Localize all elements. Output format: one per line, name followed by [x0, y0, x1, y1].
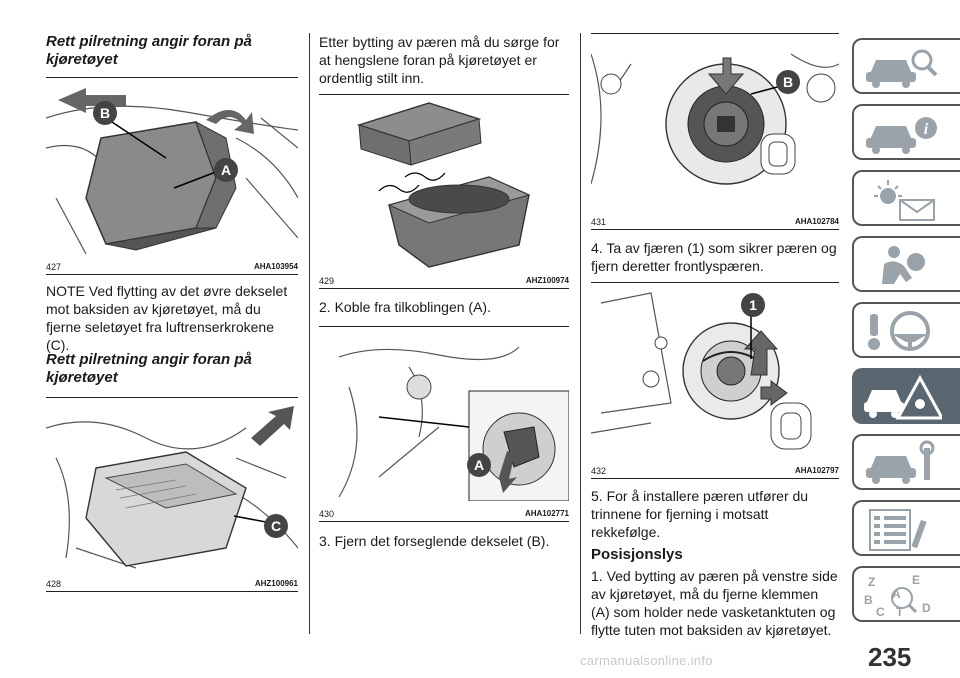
- label-1-marker: [741, 293, 765, 317]
- tab-car-maintenance[interactable]: [852, 434, 960, 490]
- label-a-text: A: [221, 162, 231, 178]
- figure-code: AHA102771: [524, 509, 569, 518]
- airbag-seat-icon: [882, 246, 925, 284]
- label-b-marker: [93, 101, 117, 125]
- figure-429: 429 AHZ100974: [319, 94, 569, 289]
- figure-code: AHA102797: [794, 466, 839, 475]
- index-letter: T: [896, 605, 904, 618]
- index-letter: Z: [868, 575, 875, 589]
- figure-number: 431: [591, 217, 607, 227]
- label-a-marker: [214, 158, 238, 182]
- tab-spec-list[interactable]: [852, 500, 960, 556]
- figure-427: B A 427 AHA103954: [46, 77, 298, 275]
- figure-number: 427: [46, 262, 62, 272]
- figure-431-illustration: B: [591, 53, 839, 185]
- figure-code: AHZ100974: [525, 276, 569, 285]
- car-search-icon: [866, 49, 938, 88]
- steering-wheel-icon: [868, 311, 930, 351]
- figure-caption: 427 AHA103954: [46, 262, 298, 272]
- figure-caption: 430 AHA102771: [319, 509, 569, 519]
- subheading-posisjonslys: Posisjonslys: [591, 546, 683, 563]
- index-letter: B: [864, 593, 873, 607]
- figure-430-illustration: A: [338, 346, 569, 501]
- section-title-2: Rett pilretning angir foran på kjøretøye…: [46, 351, 252, 386]
- figure-430: A 430 AHA102771: [319, 326, 569, 522]
- index-letter: C: [876, 605, 885, 618]
- column-divider: [309, 33, 310, 634]
- figure-caption: 428 AHZ100961: [46, 579, 298, 589]
- step-4-text: 4. Ta av fjæren (1) som sikrer pæren og …: [591, 240, 837, 274]
- step-2-text: 2. Koble fra tilkoblingen (A).: [319, 299, 491, 315]
- figure-427-illustration: B A: [46, 88, 298, 254]
- label-a-text: A: [474, 457, 484, 473]
- step-5-text: 5. For å installere pæren utfører du tri…: [591, 488, 809, 540]
- figure-428: C 428 AHZ100961: [46, 397, 298, 592]
- after-change-paragraph: Etter bytting av pæren må du sørge for a…: [319, 34, 560, 86]
- spec-list-icon: [869, 509, 927, 551]
- figure-number: 432: [591, 466, 607, 476]
- tab-car-breakdown[interactable]: [852, 368, 960, 424]
- figure-code: AHZ100961: [254, 579, 298, 588]
- page-number: 235: [868, 642, 912, 672]
- tab-car-info[interactable]: i: [852, 104, 960, 160]
- step-1-text: 1. Ved bytting av pæren på venstre side …: [591, 568, 838, 638]
- label-a-marker: [467, 453, 491, 477]
- figure-caption: 431 AHA102784: [591, 217, 839, 227]
- tab-steering-wheel[interactable]: [852, 302, 960, 358]
- svg-text:i: i: [924, 121, 929, 138]
- car-info-icon: i: [866, 117, 937, 154]
- figure-431: B 431 AHA102784: [591, 33, 839, 230]
- car-breakdown-icon: [864, 374, 942, 420]
- figure-caption: 432 AHA102797: [591, 466, 839, 476]
- note-paragraph: NOTE Ved flytting av det øvre dekselet m…: [46, 283, 288, 353]
- figure-code: AHA103954: [253, 262, 298, 271]
- figure-caption: 429 AHZ100974: [319, 276, 569, 286]
- figure-428-illustration: C: [46, 406, 298, 569]
- label-b-marker: [776, 70, 800, 94]
- tab-warning-lights[interactable]: [852, 170, 960, 226]
- figure-number: 429: [319, 276, 335, 286]
- figure-432-illustration: 1: [591, 292, 812, 450]
- index-letter: E: [912, 573, 920, 587]
- alphabet-index-icon: Z E B A D C T: [864, 573, 931, 618]
- label-c-marker: [264, 514, 288, 538]
- car-maintenance-icon: [866, 440, 935, 484]
- step-3-text: 3. Fjern det forseglende dekselet (B).: [319, 533, 550, 549]
- label-c-text: C: [271, 518, 281, 534]
- warning-lights-icon: [874, 180, 935, 221]
- tab-car-search[interactable]: [852, 38, 960, 94]
- column-divider: [580, 33, 581, 634]
- tab-alphabet-index[interactable]: Z E B A D C T: [852, 566, 960, 622]
- figure-number: 428: [46, 579, 62, 589]
- figure-432: 1 432 AHA102797: [591, 282, 839, 479]
- figure-429-illustration: [356, 102, 531, 268]
- label-b-text: B: [100, 105, 110, 121]
- label-b-text: B: [783, 74, 793, 90]
- index-letter: A: [892, 587, 901, 601]
- figure-code: AHA102784: [794, 217, 839, 226]
- figure-number: 430: [319, 509, 335, 519]
- section-title-1: Rett pilretning angir foran på kjøretøye…: [46, 33, 252, 68]
- watermark: carmanualsonline.info: [580, 653, 713, 668]
- index-letter: D: [922, 601, 931, 615]
- tab-airbag-seat[interactable]: [852, 236, 960, 292]
- label-1-text: 1: [749, 297, 757, 313]
